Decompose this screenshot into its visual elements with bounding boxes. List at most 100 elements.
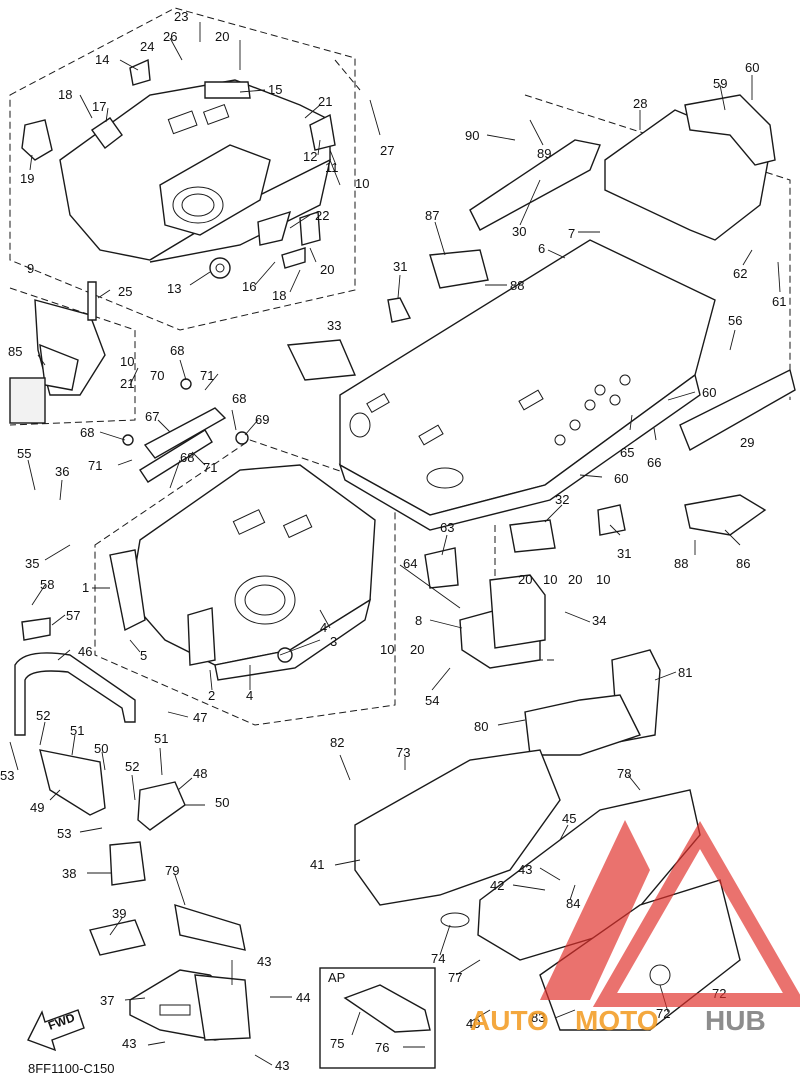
callout-10c: 10 (543, 572, 557, 587)
diagram-code: 8FF1100-C150 (28, 1061, 114, 1076)
callout-78: 78 (617, 766, 631, 781)
callout-60b: 60 (702, 385, 716, 400)
callout-88: 88 (510, 278, 524, 293)
callout-20b: 20 (320, 262, 334, 277)
callout-17: 17 (92, 99, 106, 114)
callout-46: 46 (78, 644, 92, 659)
callout-43b: 43 (257, 954, 271, 969)
callout-68: 68 (170, 343, 184, 358)
callout-10e: 10 (380, 642, 394, 657)
callout-14: 14 (95, 52, 109, 67)
callout-27: 27 (380, 143, 394, 158)
callout-20d: 20 (568, 572, 582, 587)
callout-9: 9 (27, 261, 34, 276)
callout-68c: 68 (80, 425, 94, 440)
callout-38: 38 (62, 866, 76, 881)
callout-45: 45 (562, 811, 576, 826)
callout-65: 65 (620, 445, 634, 460)
callout-34: 34 (592, 613, 606, 628)
callout-73: 73 (396, 745, 410, 760)
callout-3: 3 (330, 634, 337, 649)
callout-10: 10 (355, 176, 369, 191)
callout-16: 16 (242, 279, 256, 294)
callout-77: 77 (448, 970, 462, 985)
callout-63: 63 (440, 520, 454, 535)
callout-12: 12 (303, 149, 317, 164)
callout-79: 79 (165, 863, 179, 878)
callout-74: 74 (431, 951, 445, 966)
callout-20e: 20 (410, 642, 424, 657)
callout-56: 56 (728, 313, 742, 328)
callout-32: 32 (555, 492, 569, 507)
callout-69: 69 (255, 412, 269, 427)
callout-82: 82 (330, 735, 344, 750)
callout-13: 13 (167, 281, 181, 296)
callout-48: 48 (193, 766, 207, 781)
callout-53b: 53 (57, 826, 71, 841)
front-lower-frame (109, 464, 376, 681)
left-guard-parts (9, 281, 106, 424)
callout-58: 58 (40, 577, 54, 592)
callout-29: 29 (740, 435, 754, 450)
callout-10b: 10 (120, 354, 134, 369)
callout-35: 35 (25, 556, 39, 571)
callout-51b: 51 (154, 731, 168, 746)
callout-40: 40 (466, 1016, 480, 1031)
watermark-triangle-left (540, 820, 650, 1000)
callout-36: 36 (55, 464, 69, 479)
callout-25: 25 (118, 284, 132, 299)
callout-24: 24 (140, 39, 154, 54)
callout-49: 49 (30, 800, 44, 815)
callout-81: 81 (678, 665, 692, 680)
callout-76: 76 (375, 1040, 389, 1055)
callout-23: 23 (174, 9, 188, 24)
callout-84: 84 (566, 896, 580, 911)
callout-4b: 4 (246, 688, 253, 703)
callout-86: 86 (736, 556, 750, 571)
callout-37: 37 (100, 993, 114, 1008)
callout-64: 64 (403, 556, 417, 571)
rear-frame-assembly (21, 58, 336, 279)
callout-50: 50 (94, 741, 108, 756)
main-tunnel (338, 239, 716, 531)
ap-label: AP (328, 970, 345, 985)
callout-71c: 71 (203, 460, 217, 475)
callout-89: 89 (537, 146, 551, 161)
callout-8: 8 (415, 613, 422, 628)
callout-10d: 10 (596, 572, 610, 587)
callout-11: 11 (325, 160, 339, 175)
callout-18: 18 (58, 87, 72, 102)
callout-66: 66 (647, 455, 661, 470)
callout-47: 47 (193, 710, 207, 725)
callout-59: 59 (713, 76, 727, 91)
callout-26: 26 (163, 29, 177, 44)
rear-upper-parts (286, 94, 796, 536)
callout-20: 20 (215, 29, 229, 44)
callout-28: 28 (633, 96, 647, 111)
lower-guard-parts (89, 903, 251, 1041)
callout-7: 7 (568, 226, 575, 241)
ap-inset (319, 967, 436, 1069)
callout-33: 33 (327, 318, 341, 333)
callout-6: 6 (538, 241, 545, 256)
watermark-triangle-right (592, 820, 800, 1007)
callout-43: 43 (518, 862, 532, 877)
callout-70: 70 (150, 368, 164, 383)
callout-80: 80 (474, 719, 488, 734)
callout-43c: 43 (122, 1036, 136, 1051)
callout-52: 52 (36, 708, 50, 723)
callout-4: 4 (320, 620, 327, 635)
callout-42: 42 (490, 878, 504, 893)
callout-31b: 31 (617, 546, 631, 561)
callout-71: 71 (200, 368, 214, 383)
callout-60c: 60 (614, 471, 628, 486)
callout-51: 51 (70, 723, 84, 738)
callout-62: 62 (733, 266, 747, 281)
callout-54: 54 (425, 693, 439, 708)
callout-57: 57 (66, 608, 80, 623)
callout-55: 55 (17, 446, 31, 461)
callout-87: 87 (425, 208, 439, 223)
callout-60: 60 (745, 60, 759, 75)
callout-53: 53 (0, 768, 14, 783)
